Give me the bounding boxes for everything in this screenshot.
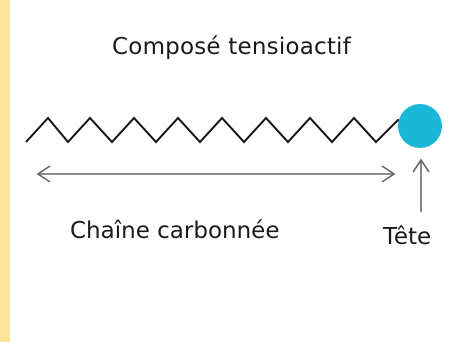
diagram-title: Composé tensioactif — [112, 34, 351, 60]
surfactant-diagram — [25, 104, 442, 212]
head-label: Tête — [383, 224, 432, 250]
head-pointer-arrow — [412, 158, 430, 212]
chain-length-arrow — [36, 165, 396, 183]
polar-head-circle — [398, 104, 442, 148]
carbon-chain-zigzag — [25, 116, 409, 144]
diagram-panel: Composé tensioactif Chaîne carbonnée Têt… — [10, 0, 453, 342]
chain-label: Chaîne carbonnée — [70, 218, 280, 244]
